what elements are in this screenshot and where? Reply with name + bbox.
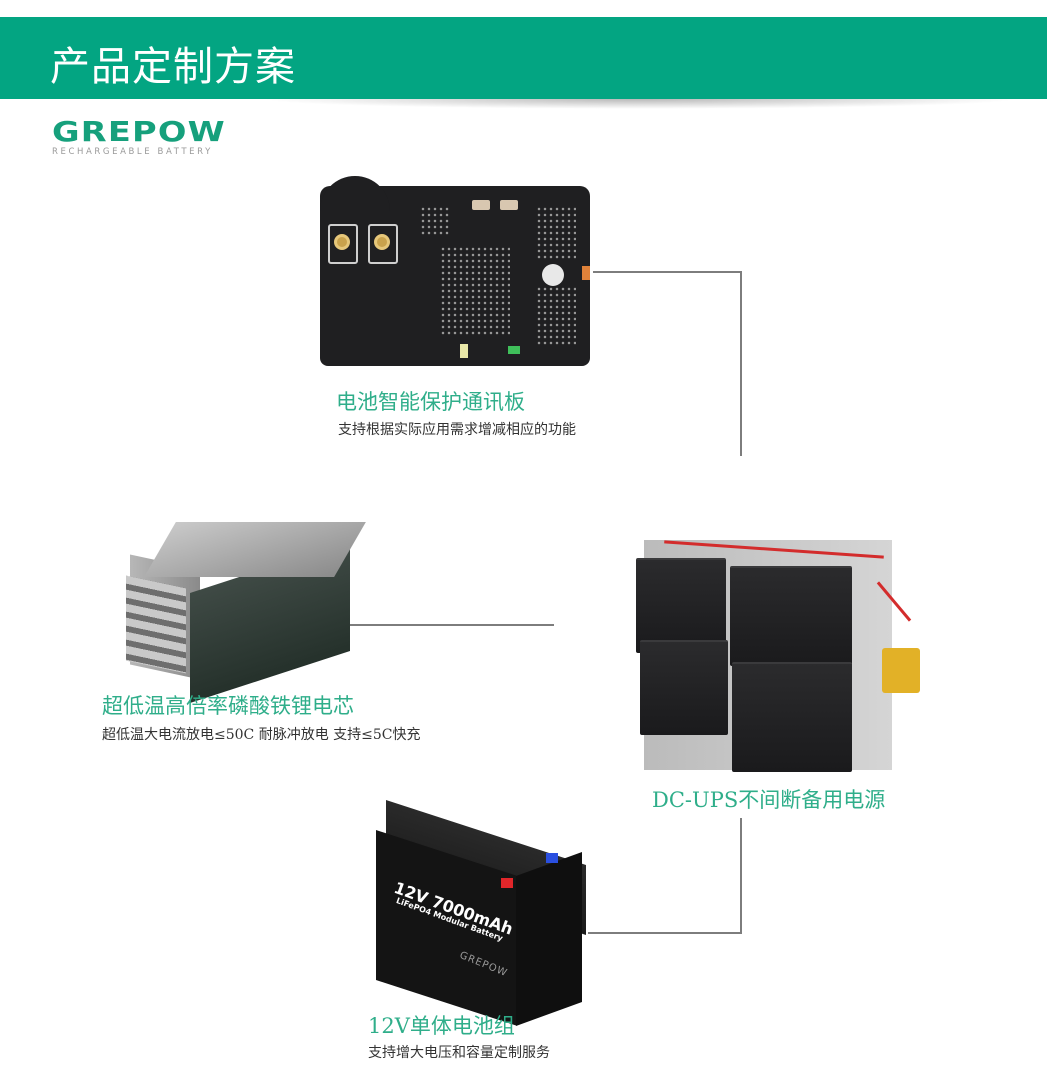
product-title-dc-ups: DC-UPS不间断备用电源 (652, 788, 886, 812)
connector-line-pcb-vertical (740, 271, 742, 456)
page-title: 产品定制方案 (50, 44, 296, 90)
product-title-12v-pack: 12V单体电池组 (368, 1014, 515, 1038)
brand-logo: GREPOW RECHARGEABLE BATTERY (52, 118, 225, 158)
logo-tagline: RECHARGEABLE BATTERY (52, 147, 213, 157)
lfp-cell-image (126, 522, 366, 703)
connector-line-pack-vertical (740, 818, 742, 934)
product-title-lfp-cell: 超低温高倍率磷酸铁锂电芯 (102, 694, 354, 718)
connector-line-cell (343, 624, 554, 626)
header-banner (0, 17, 1047, 99)
product-desc-12v-pack: 支持增大电压和容量定制服务 (368, 1045, 550, 1061)
connector-line-pcb-horizontal (593, 271, 742, 273)
product-desc-lfp-cell: 超低温大电流放电≤50C 耐脉冲放电 支持≤5C快充 (102, 727, 421, 743)
banner-shadow (260, 99, 1020, 109)
product-desc-protection-board: 支持根据实际应用需求增减相应的功能 (338, 422, 576, 438)
protection-board-image (320, 176, 590, 366)
12v-battery-image: 12V 7000mAh LiFePO4 Modular Battery GREP… (376, 800, 586, 1026)
logo-wordmark: GREPOW (52, 115, 226, 148)
dc-ups-image (634, 540, 920, 780)
product-title-protection-board: 电池智能保护通讯板 (336, 390, 525, 414)
connector-line-pack-horizontal (588, 932, 742, 934)
